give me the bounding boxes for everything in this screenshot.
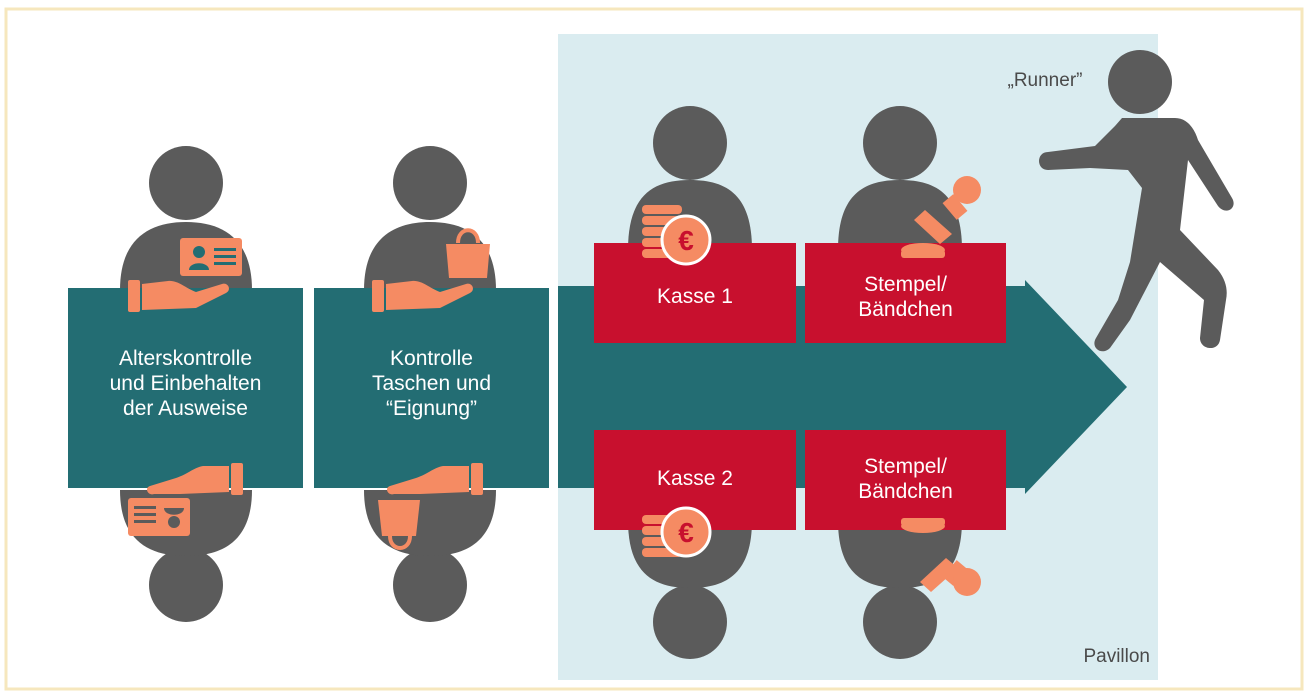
- age-check-table: [68, 288, 303, 488]
- hand-icon: [387, 463, 483, 495]
- runner-label: „Runner”: [1007, 70, 1083, 91]
- stamp-top-line-2: Bändchen: [858, 298, 953, 322]
- runner-icon: [1039, 50, 1234, 352]
- id-card-icon: [180, 238, 242, 276]
- kasse-1-label: Kasse 1: [657, 285, 733, 308]
- stamp-icon: [901, 518, 981, 596]
- coins-euro-icon: €: [642, 506, 712, 558]
- bag-check-line-1: Kontrolle: [390, 347, 473, 370]
- stamp-top-box: [805, 243, 1006, 343]
- hand-icon: [147, 463, 243, 495]
- bag-check-label: Kontrolle Taschen und “Eignung”: [314, 346, 549, 436]
- bag-check-table: [314, 288, 549, 488]
- age-check-line-3: der Ausweise: [123, 397, 248, 421]
- coins-euro-icon: €: [642, 205, 712, 266]
- bag-icon: [446, 228, 490, 278]
- stamp-top-line-1: Stempel/: [864, 273, 947, 296]
- stamp-icon: [901, 176, 981, 258]
- stamp-bottom-label: Stempel/ Bändchen: [805, 454, 1006, 504]
- hand-icon: [372, 280, 473, 312]
- stamp-bottom-line-1: Stempel/: [864, 455, 947, 478]
- age-check-line-2: und Einbehalten: [109, 372, 262, 396]
- kasse-2-label: Kasse 2: [657, 467, 733, 490]
- hand-icon: [128, 280, 229, 312]
- stamp-bottom-line-2: Bändchen: [858, 480, 953, 504]
- person-icon: [364, 146, 496, 290]
- age-check-label: Alterskontrolle und Einbehalten der Ausw…: [68, 346, 303, 436]
- stamp-bottom-box: [805, 430, 1006, 530]
- svg-text:€: €: [678, 225, 694, 256]
- age-check-line-1: Alterskontrolle: [118, 347, 253, 370]
- pavilion-label: Pavillon: [1083, 646, 1150, 667]
- bag-icon: [378, 500, 420, 550]
- id-card-icon: [128, 498, 190, 536]
- stamp-top-label: Stempel/ Bändchen: [805, 272, 1006, 322]
- svg-text:€: €: [678, 517, 694, 548]
- bag-check-line-3: “Eignung”: [385, 397, 478, 421]
- person-icon: [838, 520, 962, 659]
- bag-check-line-2: Taschen und: [371, 372, 492, 396]
